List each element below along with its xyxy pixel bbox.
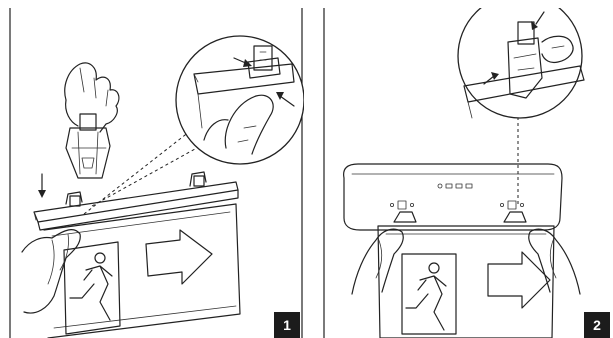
supporting-hand bbox=[22, 230, 80, 313]
step-1-illustration bbox=[8, 8, 304, 338]
step-2-panel: 2 bbox=[322, 8, 612, 338]
detail-magnifier bbox=[458, 8, 584, 118]
sign-housing bbox=[344, 164, 562, 230]
step-1-panel: 1 bbox=[8, 8, 304, 338]
exit-sign-panel bbox=[378, 226, 554, 338]
callout-line bbox=[92, 144, 204, 206]
step-number-badge: 2 bbox=[584, 312, 610, 338]
bracket-clip bbox=[394, 212, 416, 222]
hand-with-bracket bbox=[65, 63, 119, 178]
step-number-badge: 1 bbox=[274, 312, 300, 338]
callout-line bbox=[84, 128, 194, 214]
down-arrow-icon bbox=[38, 174, 46, 198]
mounting-rail bbox=[34, 172, 238, 230]
detail-magnifier bbox=[176, 36, 304, 164]
step-2-illustration bbox=[322, 8, 612, 338]
bracket-clip bbox=[504, 212, 526, 222]
